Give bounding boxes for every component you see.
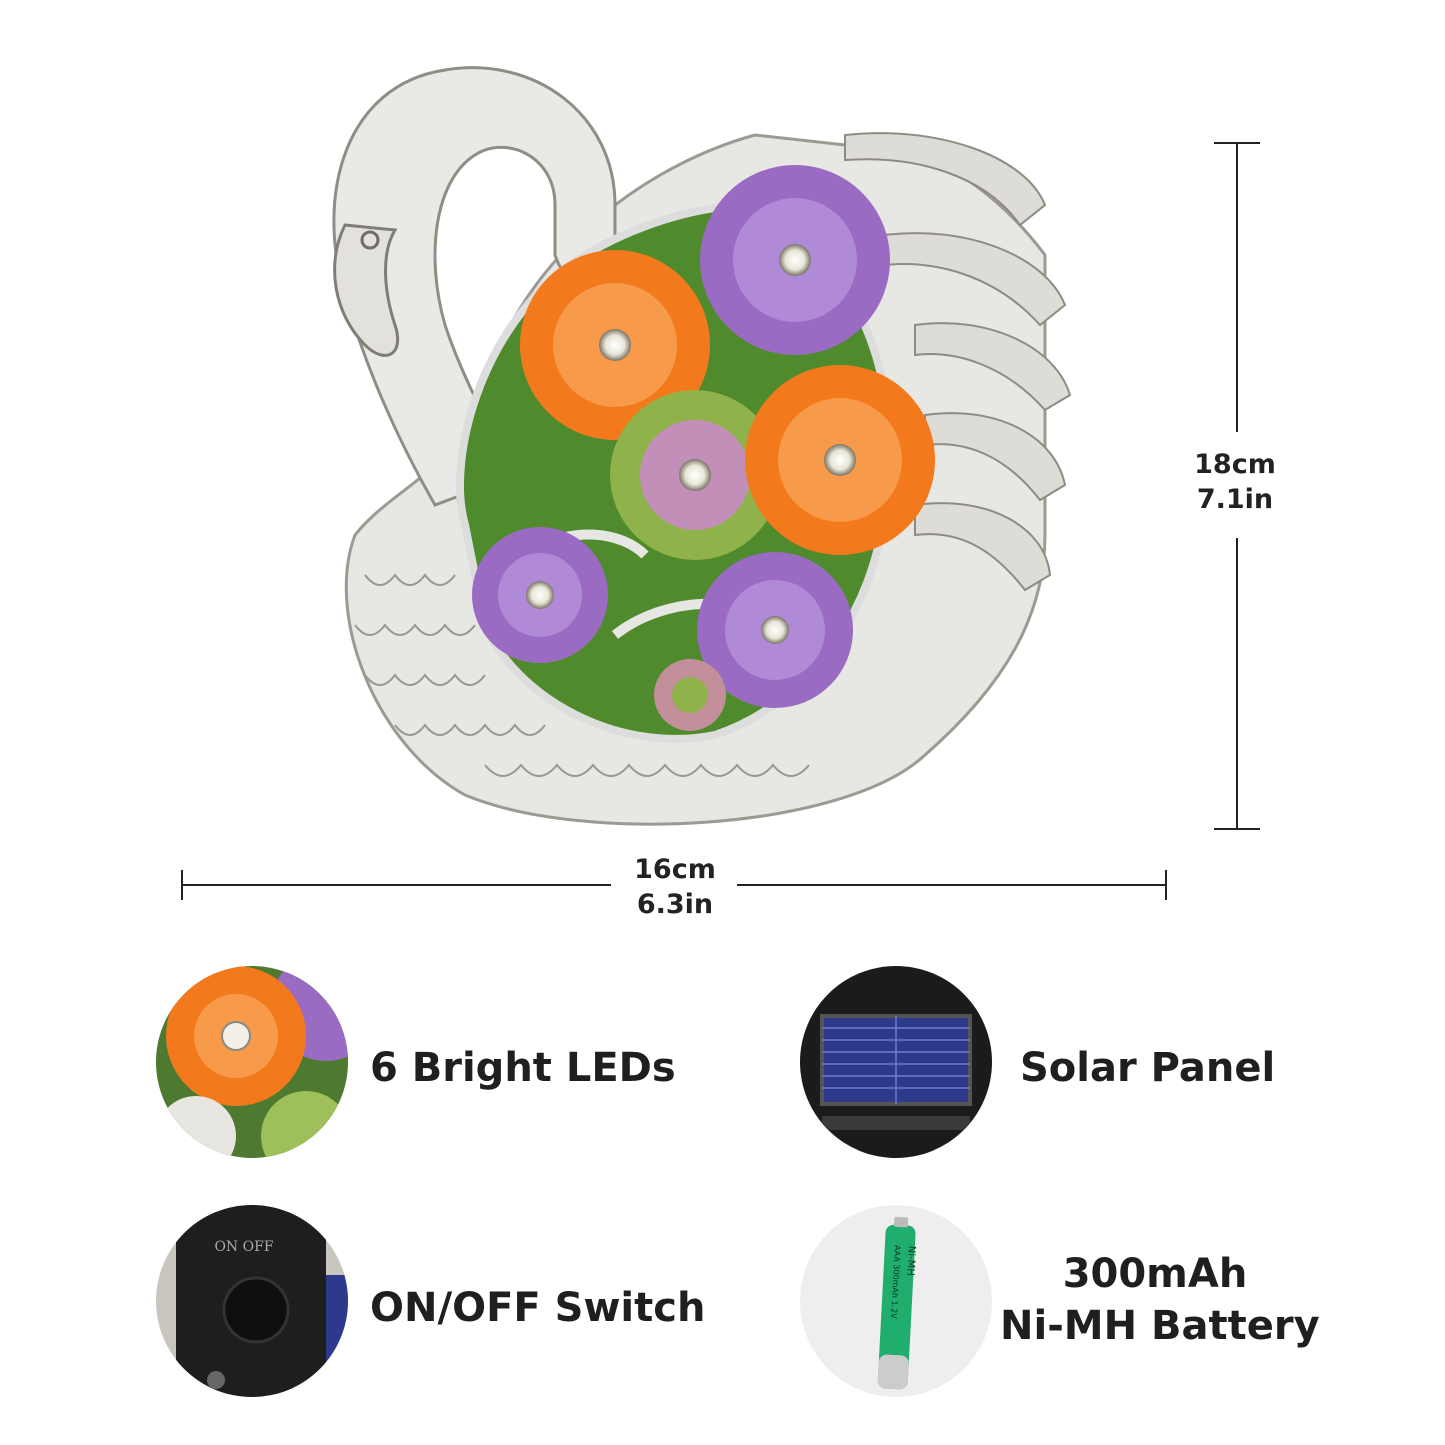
battery-capacity: 300mAh bbox=[1062, 1251, 1248, 1297]
purple-succulent-left bbox=[472, 527, 608, 663]
swan-statue-image bbox=[285, 55, 1075, 835]
battery-spec-text: AAA 300mAh 1.2V bbox=[889, 1245, 902, 1320]
width-line-left bbox=[181, 884, 611, 886]
orange-succulent-right bbox=[745, 365, 935, 555]
feature-solar-label: Solar Panel bbox=[1020, 1045, 1276, 1091]
switch-on-off-text: ON OFF bbox=[214, 1239, 273, 1255]
width-dimension-line bbox=[181, 870, 1167, 900]
battery-type-text: Ni-MH bbox=[904, 1245, 917, 1276]
battery-type: Ni-MH Battery bbox=[1000, 1303, 1320, 1349]
purple-succulent-right bbox=[697, 552, 853, 708]
width-cm: 16cm bbox=[634, 854, 716, 885]
width-label: 16cm 6.3in bbox=[620, 852, 730, 922]
width-right-cap bbox=[1165, 870, 1167, 900]
width-in: 6.3in bbox=[636, 889, 714, 920]
orange-succulent-left bbox=[520, 250, 710, 440]
height-line-lower bbox=[1236, 538, 1238, 830]
purple-succulent-top bbox=[700, 165, 890, 355]
small-succulent bbox=[654, 659, 726, 731]
swan-illustration bbox=[332, 66, 1072, 826]
feature-leds-label: 6 Bright LEDs bbox=[370, 1045, 676, 1091]
height-dimension-line bbox=[1214, 142, 1260, 830]
height-cm: 18cm bbox=[1194, 449, 1276, 480]
solar-panel-icon bbox=[800, 966, 992, 1158]
power-switch-icon: ON OFF bbox=[156, 1205, 348, 1397]
height-in: 7.1in bbox=[1196, 484, 1274, 515]
height-line-upper bbox=[1236, 142, 1238, 432]
width-line-right bbox=[737, 884, 1167, 886]
green-succulent-center bbox=[610, 390, 780, 560]
led-flower-icon bbox=[156, 966, 348, 1158]
feature-switch-label: ON/OFF Switch bbox=[370, 1285, 706, 1331]
height-label: 18cm 7.1in bbox=[1180, 447, 1290, 517]
feature-battery-label: 300mAh Ni-MH Battery bbox=[1000, 1248, 1320, 1352]
battery-icon: Ni-MH AAA 300mAh 1.2V bbox=[800, 1205, 992, 1397]
height-bottom-cap bbox=[1214, 828, 1260, 830]
